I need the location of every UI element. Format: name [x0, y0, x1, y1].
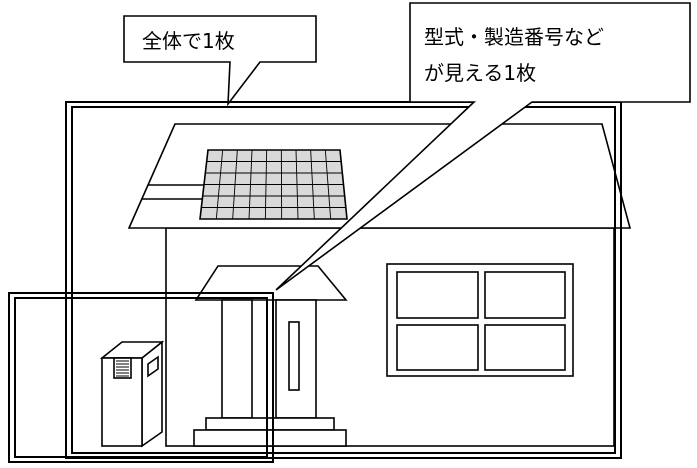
entrance-step-bottom [194, 430, 346, 446]
window-pane-bottom-left [397, 325, 478, 370]
porch-pillar-left [222, 300, 252, 418]
door-handle [289, 322, 299, 390]
window-icon [387, 264, 573, 376]
solar-panel-icon [200, 150, 347, 219]
window-pane-bottom-right [485, 325, 565, 370]
unit-side [142, 342, 162, 446]
callout-whole-text: 全体で1枚 [142, 29, 235, 53]
power-conditioner-unit-icon [102, 342, 162, 446]
window-pane-top-left [397, 272, 478, 318]
callout-whole: 全体で1枚 [124, 16, 316, 104]
callout-model-line1: 型式・製造番号など [424, 25, 604, 49]
entrance-step-top [206, 418, 334, 430]
window-pane-top-right [485, 272, 565, 318]
callout-model-line2: が見える1枚 [424, 61, 536, 85]
